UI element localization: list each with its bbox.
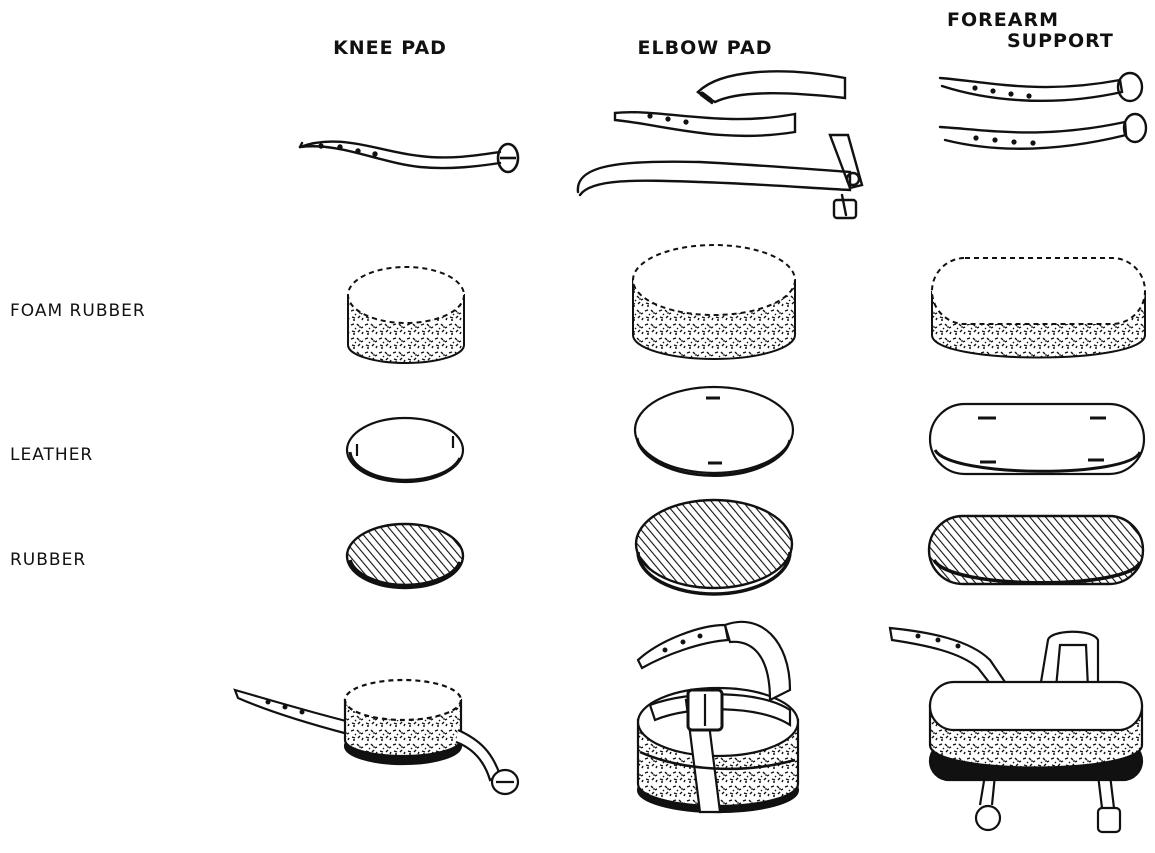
knee-pad-rubber-icon xyxy=(347,524,463,588)
knee-pad-buckle-icon xyxy=(498,144,518,172)
elbow-pad-leather-icon xyxy=(635,387,793,475)
knee-pad-assembled-icon xyxy=(235,680,518,794)
elbow-pad-foam-icon xyxy=(633,245,795,359)
forearm-support-leather-icon xyxy=(930,404,1144,474)
elbow-pad-assembled-icon xyxy=(638,622,798,812)
forearm-support-straps-icon xyxy=(940,73,1146,149)
elbow-pad-straps-icon xyxy=(578,71,862,218)
forearm-support-assembled-icon xyxy=(890,628,1142,832)
knee-pad-leather-icon xyxy=(347,418,463,482)
forearm-support-rubber-icon xyxy=(929,516,1143,584)
elbow-pad-rubber-icon xyxy=(636,500,792,594)
forearm-support-foam-icon xyxy=(932,258,1145,358)
knee-pad-foam-icon xyxy=(348,267,464,363)
knee-pad-strap-icon xyxy=(300,141,500,168)
